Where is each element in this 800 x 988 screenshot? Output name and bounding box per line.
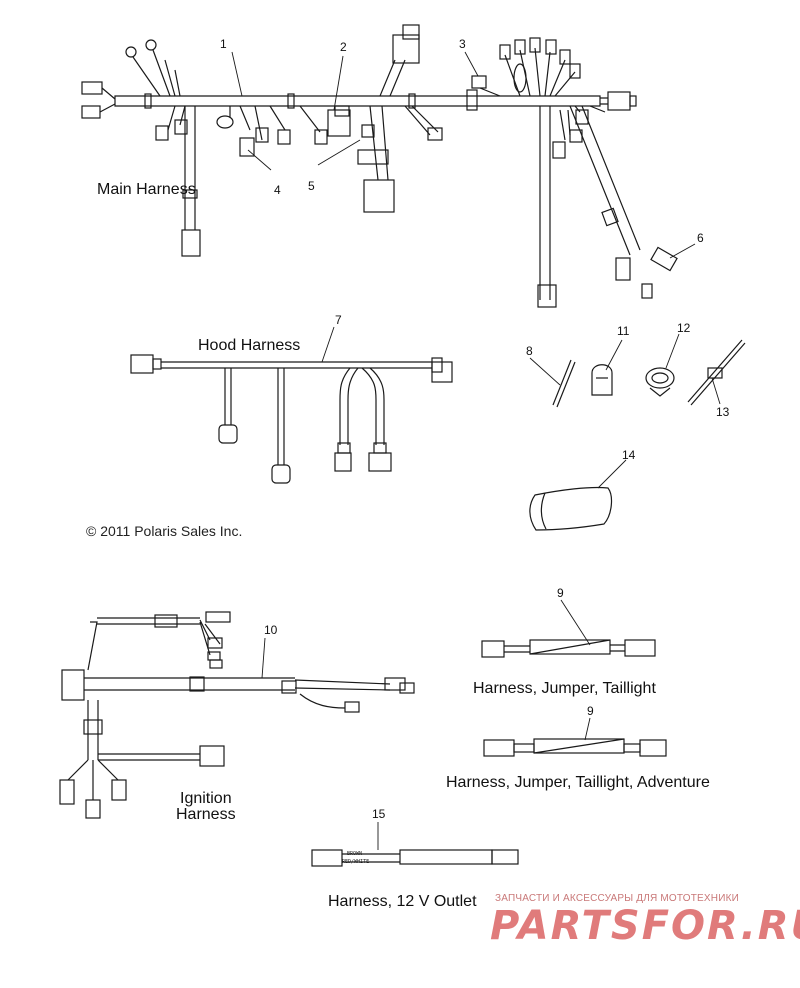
callout-3: 3 (459, 37, 466, 51)
ignition-harness-label-line2: Harness (176, 806, 236, 823)
jumper-taillight-label: Harness, Jumper, Taillight (473, 680, 656, 697)
callout-1: 1 (220, 37, 227, 51)
callout-5: 5 (308, 179, 315, 193)
callout-8: 8 (526, 344, 533, 358)
wire-tag-red-white: RED/WHITE (342, 859, 370, 865)
callout-10: 10 (264, 623, 278, 637)
ignition-harness-label-line1: Ignition (180, 790, 232, 807)
callout-7: 7 (335, 313, 342, 327)
outlet-12v-label: Harness, 12 V Outlet (328, 893, 477, 910)
callout-12: 12 (677, 321, 691, 335)
callout-9b: 9 (587, 704, 594, 718)
callout-4: 4 (274, 183, 281, 197)
callout-11: 11 (617, 324, 630, 338)
callout-6: 6 (697, 231, 704, 245)
hood-harness-label: Hood Harness (198, 337, 301, 354)
callout-14: 14 (622, 448, 636, 462)
ignition-harness-drawing (59, 611, 415, 819)
wire-tag-brown: BROWN (347, 851, 363, 857)
callout-15: 15 (372, 807, 386, 821)
callout-13: 13 (716, 405, 730, 419)
jumper-taillight-drawing (481, 639, 656, 658)
callout-2: 2 (340, 40, 347, 54)
jumper-taillight-adventure-drawing (483, 738, 667, 757)
watermark-brand: PARTSFOR.RU (490, 903, 800, 949)
callout-leaders (231, 51, 721, 850)
callout-9a: 9 (557, 586, 564, 600)
watermark-tagline: ЗАПЧАСТИ И АКСЕССУАРЫ ДЛЯ МОТОТЕХНИКИ (495, 893, 740, 904)
boot-drawing (529, 486, 613, 531)
small-parts-drawing (552, 339, 746, 408)
main-harness-label: Main Harness (97, 181, 196, 198)
jumper-taillight-adventure-label: Harness, Jumper, Taillight, Adventure (446, 774, 710, 791)
outlet-12v-drawing (311, 849, 519, 867)
copyright-text: © 2011 Polaris Sales Inc. (86, 523, 243, 539)
main-harness-drawing (81, 24, 678, 308)
hood-harness-drawing (130, 354, 453, 484)
